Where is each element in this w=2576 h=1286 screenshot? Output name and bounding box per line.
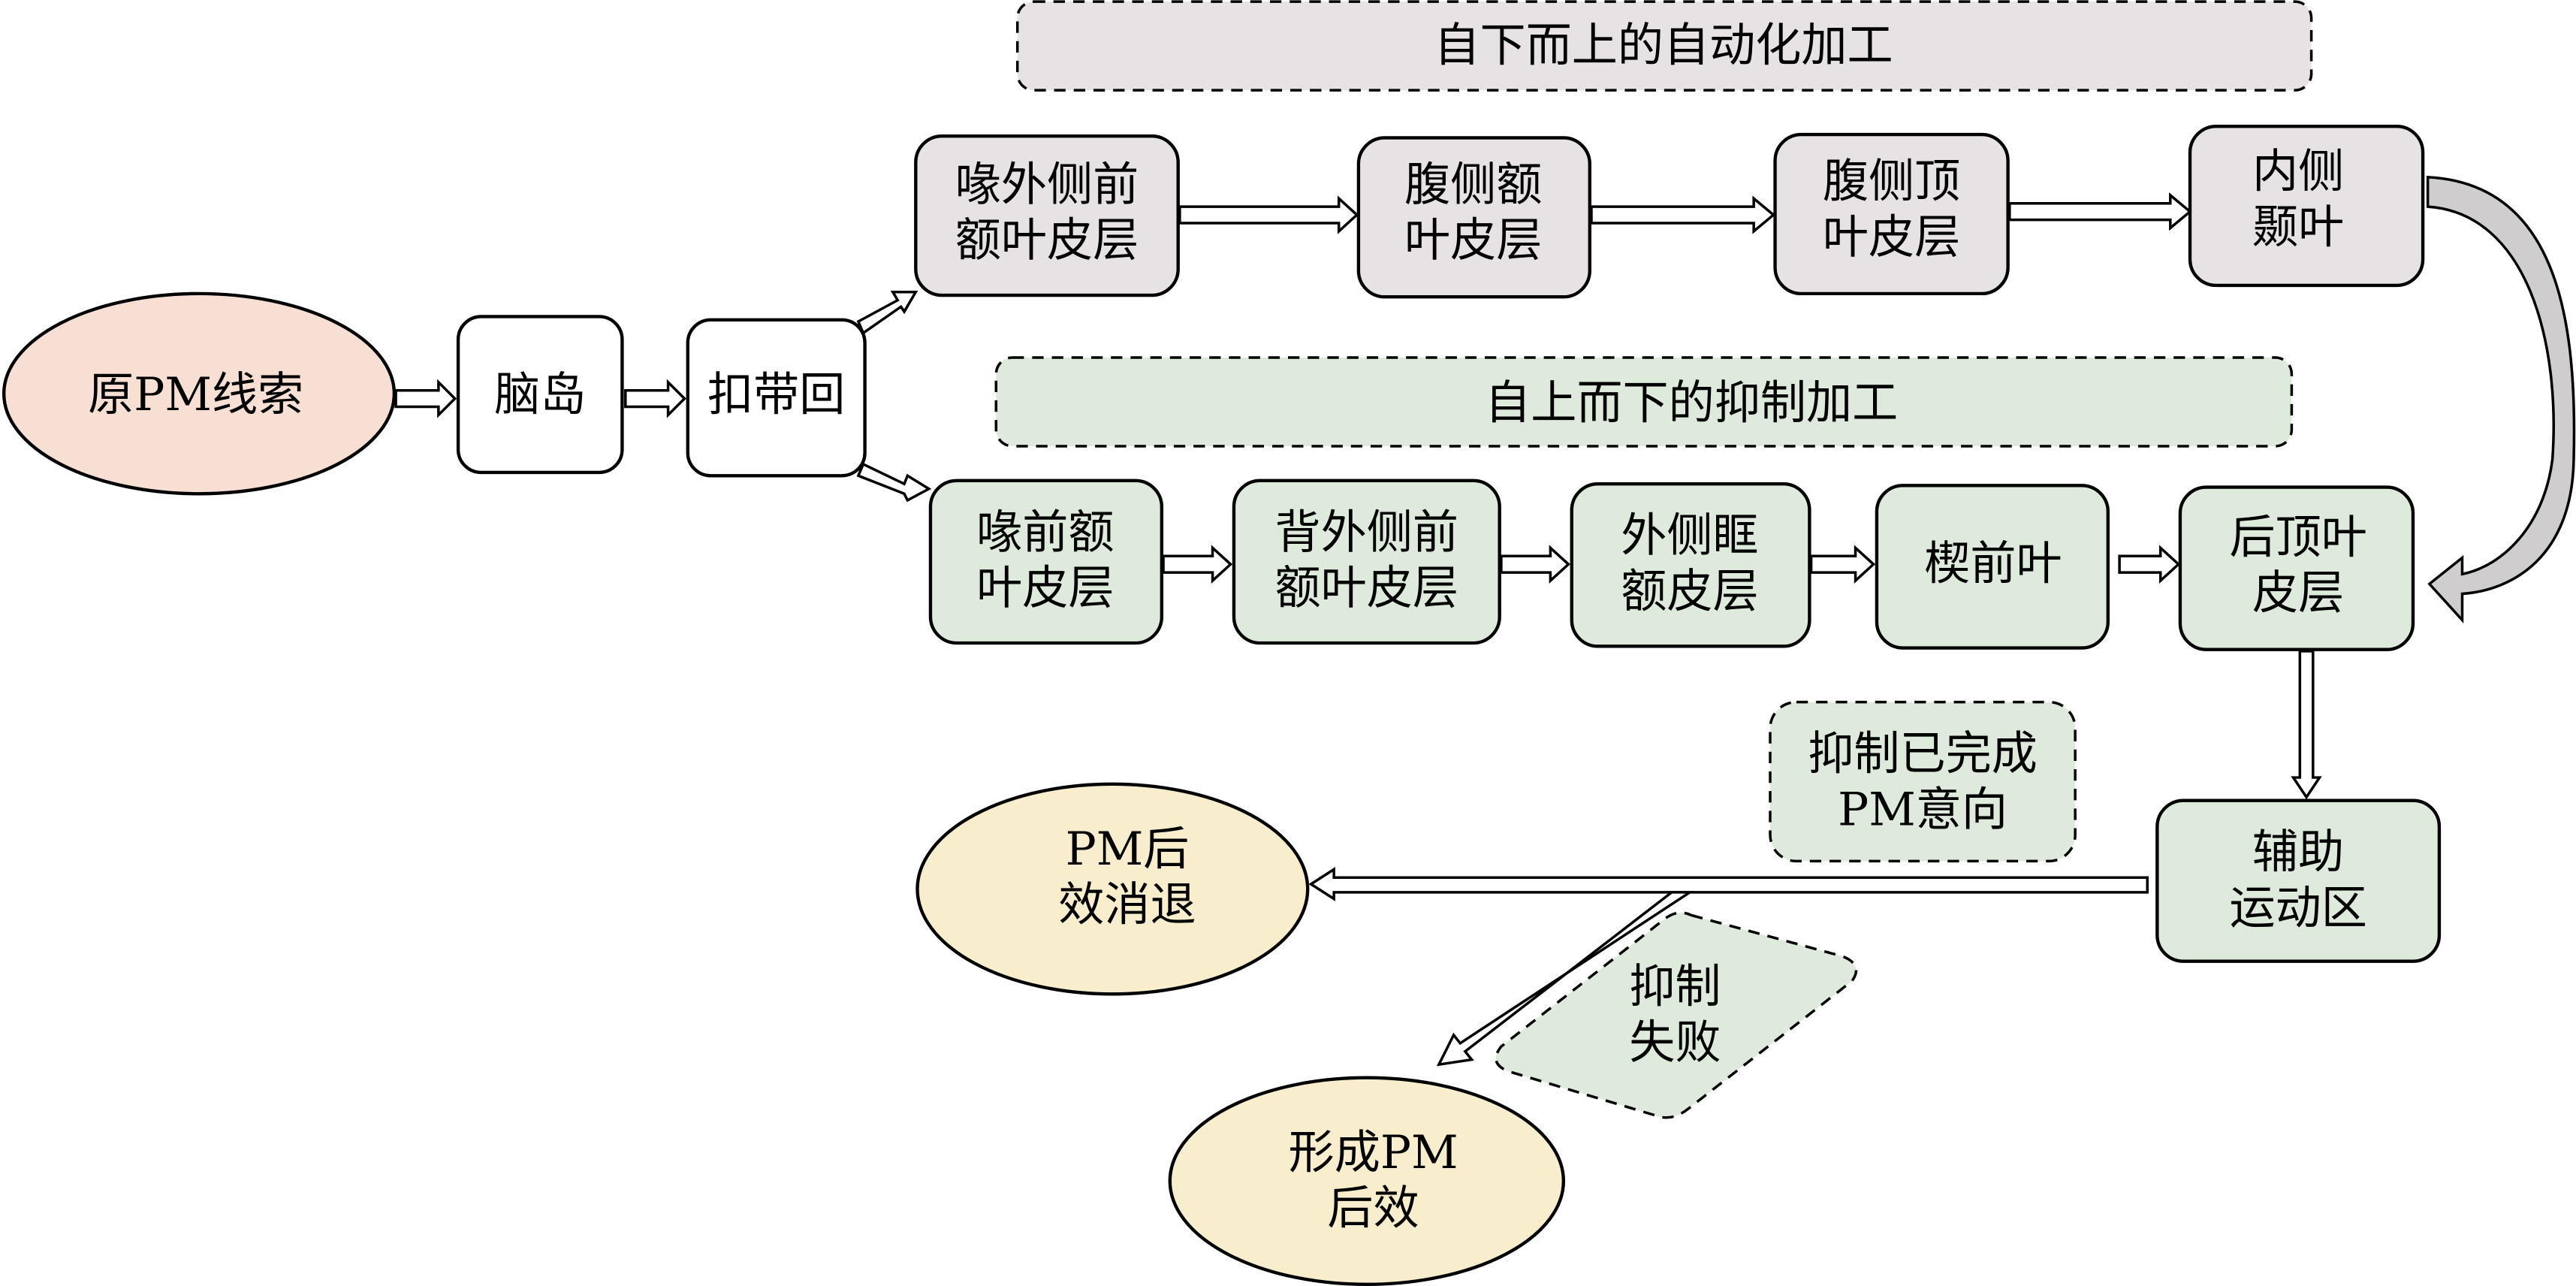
svg-text:喙外侧前: 喙外侧前 <box>955 158 1139 211</box>
node-vlpfc: 喙外侧前 额叶皮层 <box>914 134 1180 297</box>
node-aftereffect-formed: 形成PM 后效 <box>1168 1076 1566 1286</box>
svg-text:扣带回: 扣带回 <box>707 368 845 421</box>
svg-text:喙前额: 喙前额 <box>976 506 1114 559</box>
node-insula: 脑岛 <box>456 315 624 475</box>
arrow-cingulate-to-rapfc <box>856 462 932 503</box>
arrows <box>394 175 2576 1067</box>
svg-text:额叶皮层: 额叶皮层 <box>1275 562 1459 615</box>
node-vfc: 腹侧额 叶皮层 <box>1356 136 1591 299</box>
node-sma: 辅助 运动区 <box>2155 798 2442 963</box>
svg-text:抑制: 抑制 <box>1629 960 1721 1013</box>
arrow-vfc-to-vpc <box>1590 195 1776 234</box>
node-ppc: 后顶叶 皮层 <box>2178 485 2415 651</box>
node-rapfc: 喙前额 叶皮层 <box>928 478 1164 645</box>
svg-text:自上而下的抑制加工: 自上而下的抑制加工 <box>1485 376 1898 430</box>
arrow-mtl-to-ppc-curved <box>2426 175 2576 623</box>
node-lofc: 外侧眶 额皮层 <box>1570 482 1811 648</box>
bottom-up-header: 自下而上的自动化加工 <box>1015 0 2313 92</box>
arrow-lofc-to-precuneus <box>1809 545 1876 584</box>
svg-text:后效: 后效 <box>1327 1182 1419 1235</box>
node-inhibition-completed: 抑制已完成 PM意向 <box>1769 700 2077 863</box>
svg-text:颞叶: 颞叶 <box>2252 201 2344 254</box>
svg-text:内侧: 内侧 <box>2252 145 2344 198</box>
arrow-sma-to-dissipated <box>1308 867 2149 901</box>
svg-text:PM意向: PM意向 <box>1838 783 2007 836</box>
svg-text:腹侧额: 腹侧额 <box>1404 158 1542 211</box>
arrow-rapfc-to-dlpfc <box>1162 545 1233 584</box>
node-cingulate: 扣带回 <box>686 318 867 478</box>
svg-text:外侧眶: 外侧眶 <box>1621 509 1758 563</box>
svg-text:自下而上的自动化加工: 自下而上的自动化加工 <box>1434 19 1893 72</box>
top-down-header: 自上而下的抑制加工 <box>994 356 2294 448</box>
node-precuneus: 楔前叶 <box>1875 484 2110 650</box>
arrow-to-aftereffect-formed <box>1436 891 1694 1067</box>
arrow-precuneus-to-ppc <box>2118 545 2181 584</box>
arrow-dlpfc-to-lofc <box>1500 545 1571 584</box>
svg-text:楔前叶: 楔前叶 <box>1924 537 2062 590</box>
svg-text:皮层: 皮层 <box>2252 566 2344 620</box>
svg-text:叶皮层: 叶皮层 <box>1404 214 1542 267</box>
svg-text:后顶叶: 后顶叶 <box>2229 511 2366 564</box>
node-dlpfc: 背外侧前 额叶皮层 <box>1232 478 1501 645</box>
node-cue: 原PM线索 <box>2 291 397 496</box>
svg-text:运动区: 运动区 <box>2229 881 2366 934</box>
svg-text:辅助: 辅助 <box>2252 826 2344 879</box>
svg-text:原PM线索: 原PM线索 <box>88 368 303 421</box>
svg-text:效消退: 效消退 <box>1058 878 1196 931</box>
node-inhibition-failed: 抑制 失败 <box>1495 911 1858 1119</box>
svg-text:PM后: PM后 <box>1066 823 1190 876</box>
arrow-vpc-to-mtl <box>2008 192 2192 231</box>
svg-text:背外侧前: 背外侧前 <box>1275 506 1459 559</box>
svg-text:形成PM: 形成PM <box>1289 1126 1458 1179</box>
node-mtl: 内侧 颞叶 <box>2188 124 2425 288</box>
svg-text:叶皮层: 叶皮层 <box>976 562 1114 615</box>
svg-text:抑制已完成: 抑制已完成 <box>1808 727 2038 780</box>
svg-text:失败: 失败 <box>1629 1016 1721 1069</box>
svg-text:额皮层: 额皮层 <box>1621 565 1758 618</box>
arrow-ppc-to-sma <box>2291 650 2322 800</box>
node-vpc: 腹侧顶 叶皮层 <box>1773 132 2010 296</box>
arrow-vlpfc-to-vfc <box>1178 195 1359 234</box>
svg-text:脑岛: 脑岛 <box>494 368 586 421</box>
arrow-cue-to-insula <box>394 379 457 418</box>
node-aftereffect-dissipated: PM后 效消退 <box>915 782 1310 996</box>
svg-text:叶皮层: 叶皮层 <box>1823 210 1960 264</box>
svg-text:腹侧顶: 腹侧顶 <box>1823 155 1960 208</box>
arrow-cingulate-to-vlpfc <box>856 290 918 335</box>
svg-text:额叶皮层: 额叶皮层 <box>955 214 1139 267</box>
arrow-insula-to-cingulate <box>624 379 686 418</box>
